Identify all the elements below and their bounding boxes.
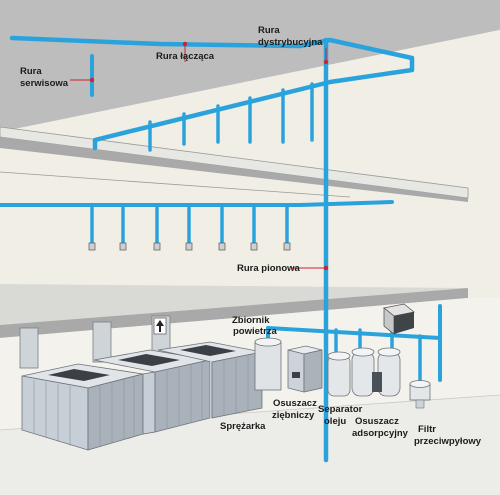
label-connecting-pipe: Rura łącząca [156,51,215,62]
diagram-labels: Rura serwisowa Rura łącząca Rura dystryb… [20,25,482,447]
label-adsorption-dryer-line1: Osuszacz [355,416,399,427]
middle-ceiling [0,284,468,325]
label-distribution-pipe-line1: Rura [258,25,280,36]
control-cabinet [383,303,415,335]
oil-separator [327,351,351,397]
label-air-tank-line1: Zbiornik [232,315,270,326]
connecting-pipe [9,35,415,151]
air-tank [254,337,282,391]
label-riser-pipe: Rura pionowa [237,263,301,274]
label-air-tank-line2: powietrza [233,326,278,337]
label-service-pipe-line1: Rura [20,66,42,77]
up-arrow-icon [153,317,167,335]
treatment-header-pipe [266,326,442,382]
adsorption-dryer [351,347,401,397]
label-adsorption-dryer-line2: adsorpcyjny [352,428,409,439]
label-oil-separator-line1: Separator [318,404,363,415]
label-service-pipe-line2: serwisowa [20,78,69,89]
outlet-valves [88,242,291,251]
compressors [21,341,263,451]
label-particulate-filter-line2: przeciwpyłowy [414,436,482,447]
lower-ring-pipe [0,200,394,207]
upper-floor-slab [0,137,468,202]
ceiling-upper [0,0,500,132]
refrigeration-dryer [287,345,323,393]
label-distribution-pipe-line2: dystrybucyjna [258,37,323,48]
middle-floor-slab [0,288,468,338]
compressor-unit [21,363,144,451]
label-refrigeration-dryer-line1: Osuszacz [273,398,317,409]
pipe-network [0,35,442,463]
label-particulate-filter-line1: Filtr [418,424,436,435]
compressor-unit [157,341,263,419]
label-oil-separator-line2: oleju [324,416,346,427]
label-compressor: Sprężarka [220,421,266,432]
label-refrigeration-dryer-line2: ziębniczy [272,410,315,421]
callout-leaders [70,41,329,271]
particulate-filter [409,380,431,409]
